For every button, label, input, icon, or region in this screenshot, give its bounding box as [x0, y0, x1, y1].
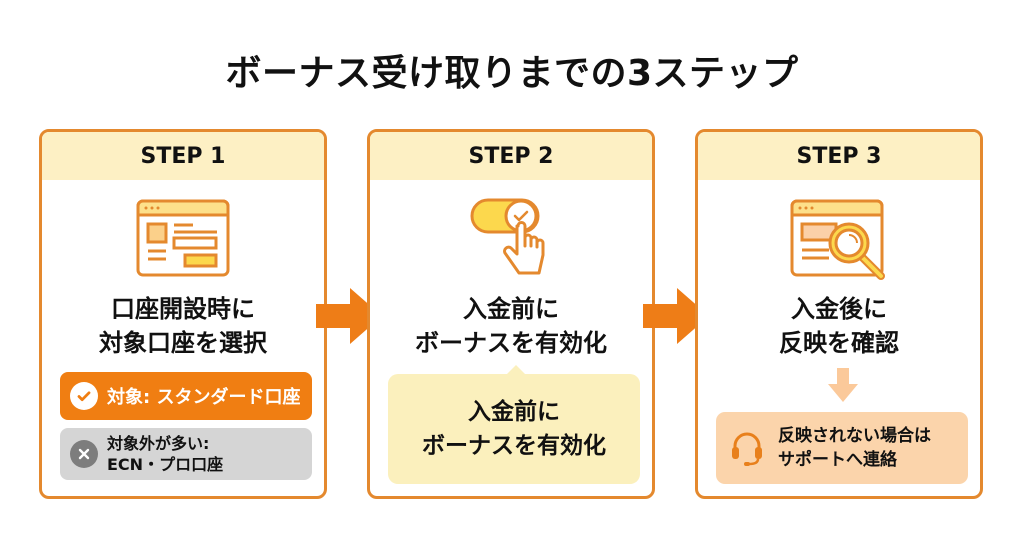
step-1-text-line1: 口座開設時に [111, 295, 255, 323]
ineligible-text-line2: ECN・プロ口座 [107, 455, 224, 474]
step-2-callout: 入金前に ボーナスを有効化 [388, 365, 640, 484]
ineligible-account-badge: 対象外が多い: ECN・プロ口座 [60, 428, 312, 480]
step-2-card: STEP 2 入金前に ボーナスを有効化 入金前に ボーナスを有効化 [367, 129, 655, 499]
browser-search-icon [790, 199, 885, 280]
check-circle-icon [70, 382, 98, 410]
right-arrow-icon [316, 288, 382, 344]
headset-icon [732, 432, 762, 466]
step-1-header: STEP 1 [42, 132, 324, 180]
ineligible-text-line1: 対象外が多い: [107, 434, 210, 453]
step-2-text-line1: 入金前に [463, 295, 559, 323]
support-text-line1: 反映されない場合は [778, 426, 931, 446]
support-notice: 反映されない場合は サポートへ連絡 [716, 412, 968, 484]
x-circle-icon [70, 440, 98, 468]
page-title: ボーナス受け取りまでの3ステップ [225, 53, 799, 94]
step-3-text-line2: 反映を確認 [779, 329, 899, 357]
eligible-account-badge: 対象: スタンダード口座 [60, 372, 312, 420]
step-1-description: 口座開設時に 対象口座を選択 [42, 292, 324, 360]
step-3-card: STEP 3 入金後に 反映を確認 反映されな [695, 129, 983, 499]
right-arrow-icon [643, 288, 709, 344]
step-2-header: STEP 2 [370, 132, 652, 180]
browser-form-icon [136, 199, 230, 277]
down-arrow-icon [828, 368, 858, 402]
step-2-description: 入金前に ボーナスを有効化 [370, 292, 652, 360]
step-3-header: STEP 3 [698, 132, 980, 180]
step-1-text-line2: 対象口座を選択 [99, 329, 267, 357]
callout-text-line2: ボーナスを有効化 [422, 433, 606, 459]
toggle-tap-icon [470, 198, 545, 275]
support-text-line2: サポートへ連絡 [778, 450, 897, 470]
step-3-description: 入金後に 反映を確認 [698, 292, 980, 360]
step-3-text-line1: 入金後に [791, 295, 887, 323]
step-2-text-line2: ボーナスを有効化 [415, 329, 607, 357]
eligible-account-text: 対象: スタンダード口座 [107, 387, 301, 408]
callout-text-line1: 入金前に [468, 399, 560, 425]
step-1-card: STEP 1 口座開設時に 対象口座を選択 対象: スタンダード口座 対象外が多… [39, 129, 327, 499]
